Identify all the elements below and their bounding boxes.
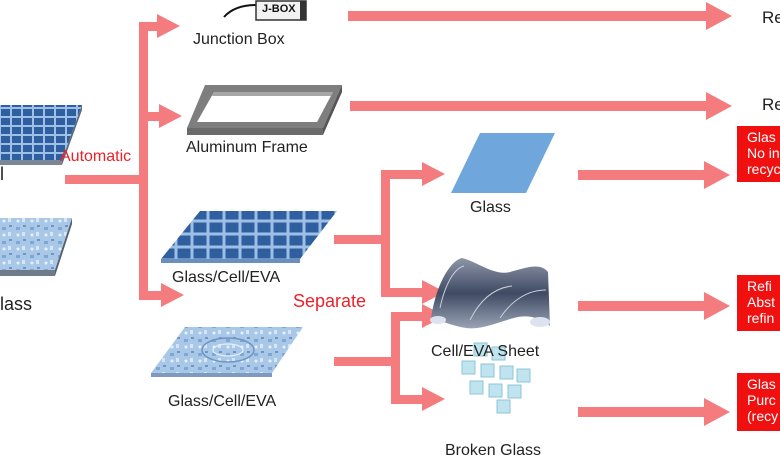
output-box-1: Glas No in recyc	[737, 126, 780, 182]
left-panel-label-top: l	[0, 164, 4, 184]
aluminum-frame-label: Aluminum Frame	[186, 139, 308, 156]
output-box-3: Glas Purc (recy	[737, 373, 780, 431]
output-box-3-line-1: Glas	[747, 376, 776, 392]
cell-eva-sheet-icon	[430, 258, 550, 329]
output-box-1-line-1: Glas	[747, 129, 776, 145]
output-box-1-line-2: No in	[747, 145, 780, 161]
glass-cell-eva-label-1: Glass/Cell/EVA	[172, 269, 281, 286]
automatic-label: Automatic	[60, 148, 132, 165]
left-panel-label-bottom: lass	[0, 294, 33, 314]
broken-glass-icon	[461, 342, 531, 414]
junction-box-label: Junction Box	[193, 31, 285, 48]
cell-eva-sheet-label: Cell/EVA Sheet	[431, 343, 540, 360]
arrow-network	[65, 2, 732, 426]
junction-box-tag: J-BOX	[262, 3, 296, 15]
glass-label: Glass	[470, 199, 511, 216]
broken-glass-label: Broken Glass	[445, 442, 542, 459]
glass-cell-eva-panel-icon	[161, 211, 337, 263]
glass-sheet-icon	[451, 133, 555, 193]
input-solar-panel-icon	[0, 105, 82, 165]
output-box-3-line-3: (recy	[747, 408, 779, 424]
output-box-3-line-2: Purc	[747, 392, 776, 408]
output-box-2-line-3: refin	[747, 310, 775, 326]
aluminum-frame-icon	[187, 85, 342, 135]
output-box-2-line-1: Refi	[747, 278, 772, 294]
output-row1-text: Re	[762, 8, 780, 27]
separate-label: Separate	[293, 291, 367, 311]
junction-box-icon	[223, 0, 307, 21]
output-box-1-line-3: recyc	[747, 161, 780, 177]
input-glass-panel-icon	[0, 218, 72, 276]
glass-cell-eva-label-2: Glass/Cell/EVA	[168, 393, 277, 410]
output-row2-text: Re	[762, 95, 780, 114]
output-box-2: Refi Abst refin	[737, 275, 780, 331]
output-box-2-line-2: Abst	[747, 294, 776, 310]
glass-cell-eva-textured-icon	[151, 327, 303, 377]
